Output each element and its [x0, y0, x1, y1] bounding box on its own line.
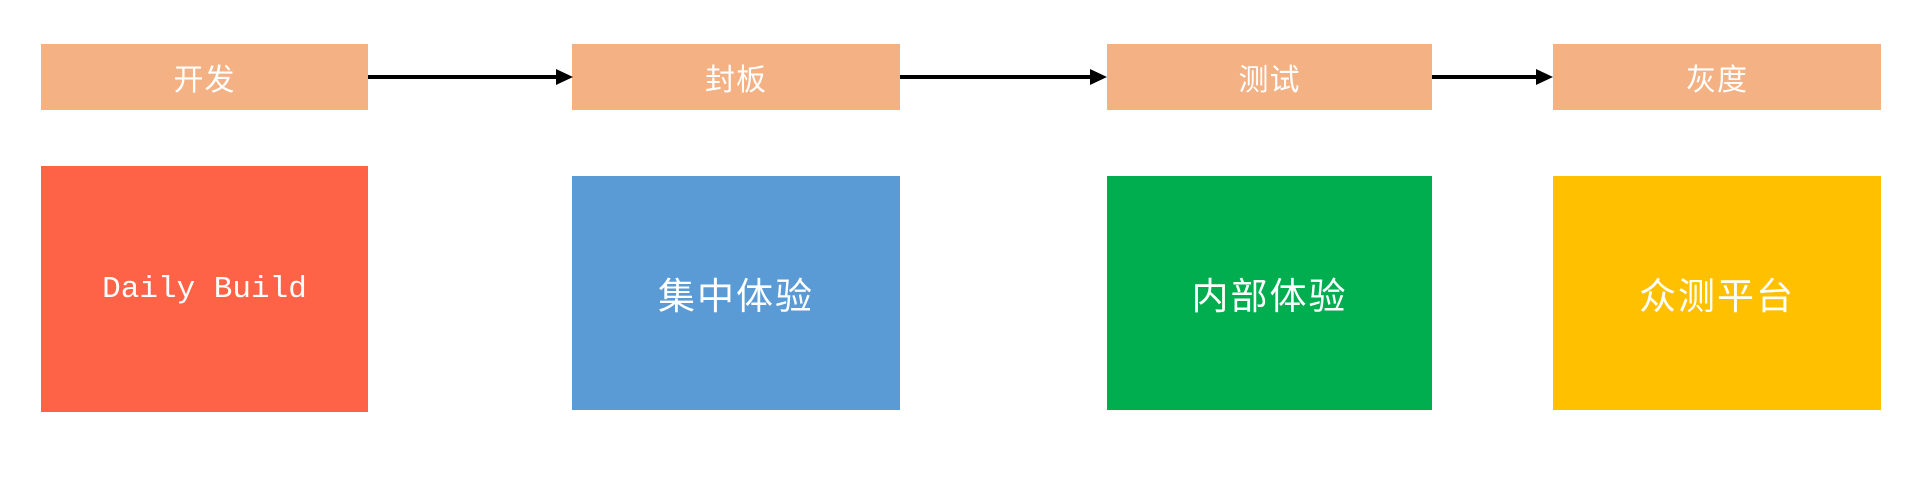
phase-label-freeze: 封板 — [705, 63, 767, 98]
phase-box-freeze: 封板 — [572, 44, 900, 110]
card-daily-build: Daily Build — [41, 166, 368, 412]
card-label-crowdtest-platform: 众测平台 — [1639, 275, 1795, 318]
phase-label-gray: 灰度 — [1686, 63, 1748, 98]
arrow-dev-to-freeze-icon — [368, 69, 573, 85]
phase-label-test: 测试 — [1238, 63, 1301, 98]
phase-box-dev: 开发 — [41, 44, 368, 110]
phase-box-gray: 灰度 — [1553, 44, 1881, 110]
card-crowdtest-platform: 众测平台 — [1553, 176, 1881, 410]
card-label-internal-experience: 内部体验 — [1191, 275, 1348, 318]
phase-label-dev: 开发 — [173, 63, 236, 98]
card-label-daily-build: Daily Build — [102, 271, 307, 307]
card-centralized-experience: 集中体验 — [572, 176, 900, 410]
card-internal-experience: 内部体验 — [1107, 176, 1432, 410]
arrow-test-to-gray-icon — [1432, 69, 1553, 85]
arrow-freeze-to-test-icon — [900, 69, 1107, 85]
phase-box-test: 测试 — [1107, 44, 1432, 110]
card-label-centralized-experience: 集中体验 — [658, 275, 814, 318]
